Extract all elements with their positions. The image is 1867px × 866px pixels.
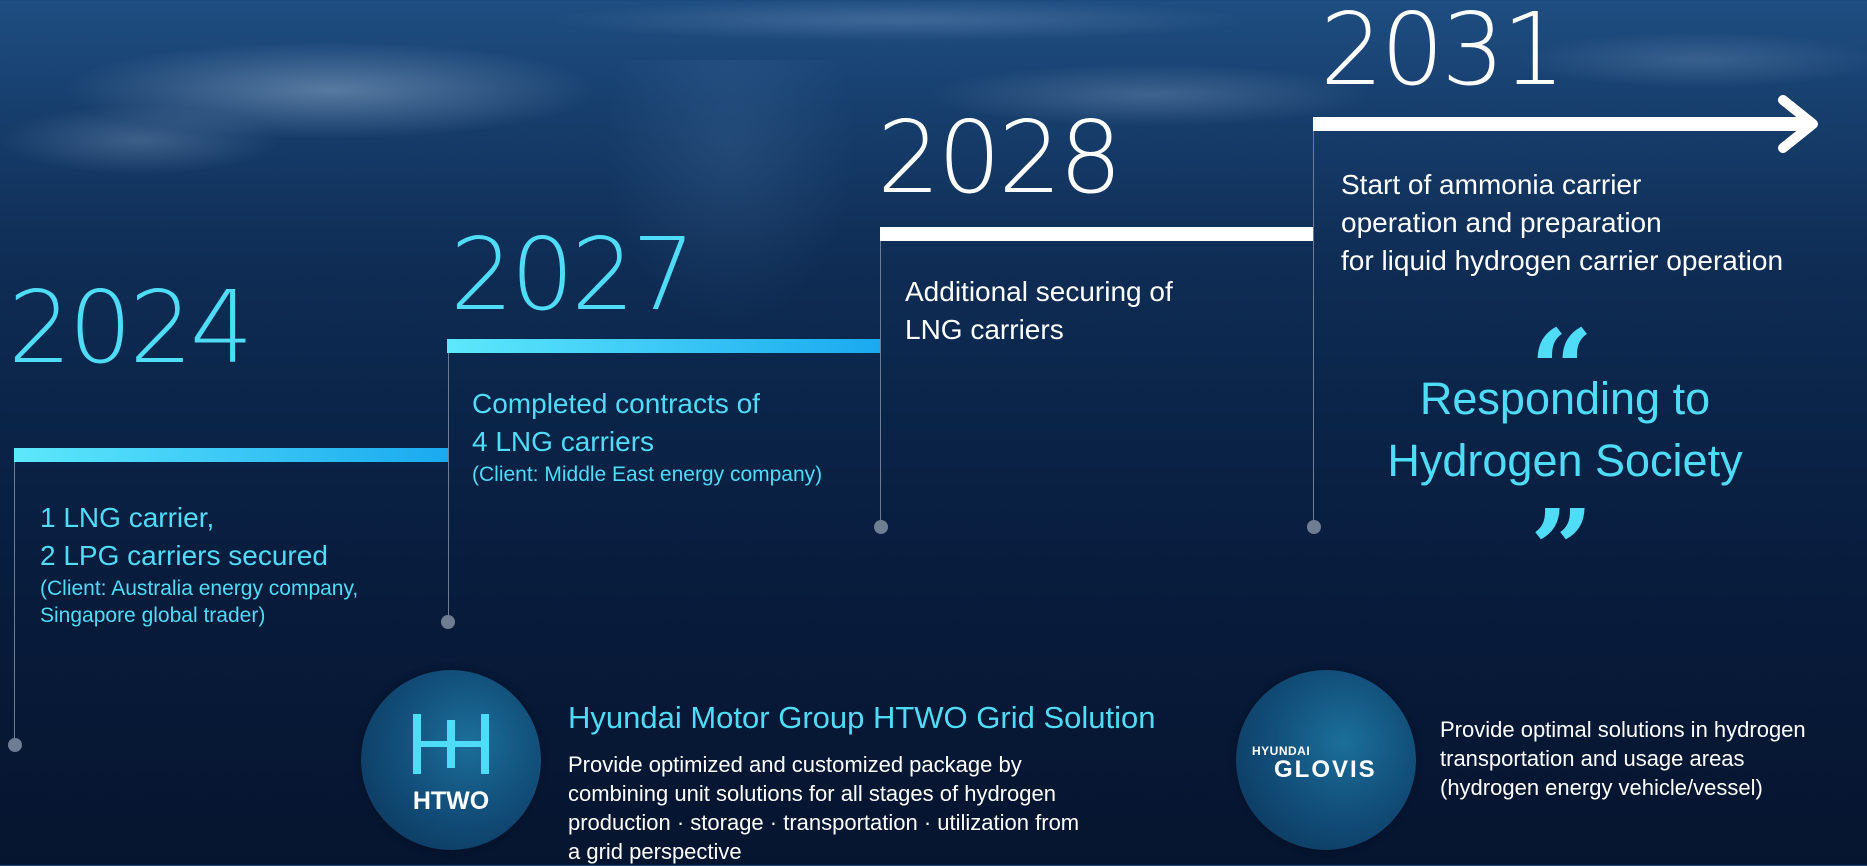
year-2028: 2028 (877, 99, 1122, 216)
light-rays-background (520, 60, 940, 480)
milestone-2031-line-3: for liquid hydrogen carrier operation (1341, 245, 1784, 276)
connector-line-2027 (448, 353, 449, 623)
milestone-2028-text: Additional securing of LNG carriers (905, 273, 1173, 349)
connector-line-2028 (880, 241, 881, 526)
year-2024: 2024 (8, 269, 253, 386)
milestone-2031-line-1: Start of ammonia carrier (1341, 169, 1642, 200)
htwo-description-line-3: production · storage · transportation · … (568, 810, 1080, 835)
milestone-2024-line-1: 1 LNG carrier, (40, 502, 215, 533)
close-quote-icon: ” (1530, 485, 1594, 614)
glovis-description-line-2: transportation and usage areas (1440, 746, 1745, 771)
timeline-bar-2028 (880, 227, 1314, 241)
milestone-2024-client-2: Singapore global trader) (40, 604, 266, 627)
timeline-bar-2024 (14, 448, 448, 462)
glovis-logo-text-bottom: GLOVIS (1274, 756, 1377, 783)
connector-dot-2028 (874, 520, 888, 534)
connector-dot-2024 (8, 738, 22, 752)
milestone-2024-line-2: 2 LPG carriers secured (40, 540, 328, 571)
glovis-description-line-1: Provide optimal solutions in hydrogen (1440, 717, 1806, 742)
arrow-head-icon (1778, 95, 1818, 153)
htwo-title: Hyundai Motor Group HTWO Grid Solution (568, 700, 1156, 735)
glovis-description: Provide optimal solutions in hydrogen tr… (1440, 715, 1806, 802)
milestone-2027-line-2: 4 LNG carriers (472, 426, 655, 457)
milestone-2028-line-2: LNG carriers (905, 314, 1064, 345)
open-quote-icon: “ (1530, 305, 1594, 434)
milestone-2027-line-1: Completed contracts of (472, 388, 760, 419)
htwo-description-line-4: a grid perspective (568, 839, 742, 864)
milestone-2031-line-2: operation and preparation (1341, 207, 1662, 238)
connector-line-2024 (14, 462, 15, 745)
connector-dot-2031 (1307, 520, 1321, 534)
glovis-logo-circle: HYUNDAI GLOVIS (1236, 670, 1416, 850)
slogan-line-2: Hydrogen Society (1387, 435, 1743, 486)
milestone-2027-text: Completed contracts of 4 LNG carriers (C… (472, 385, 822, 488)
timeline-bar-2031 (1313, 117, 1810, 131)
glovis-description-line-3: (hydrogen energy vehicle/vessel) (1440, 775, 1763, 800)
htwo-description: Provide optimized and customized package… (568, 750, 1079, 866)
htwo-description-line-2: combining unit solutions for all stages … (568, 781, 1056, 806)
year-2031: 2031 (1320, 0, 1565, 108)
connector-line-2031 (1313, 131, 1314, 526)
milestone-2028-line-1: Additional securing of (905, 276, 1173, 307)
htwo-logo-circle: HTWO (361, 670, 541, 850)
connector-dot-2027 (441, 615, 455, 629)
htwo-logo-text: HTWO (412, 787, 490, 815)
slogan-line-1: Responding to (1419, 373, 1711, 424)
milestone-2027-client-1: (Client: Middle East energy company) (472, 463, 823, 486)
slogan-text: Responding to Hydrogen Society (1345, 368, 1785, 492)
milestone-2024-client-1: (Client: Australia energy company, (40, 577, 359, 600)
milestone-2031-text: Start of ammonia carrier operation and p… (1341, 166, 1783, 280)
htwo-h-logo-icon (413, 714, 489, 774)
glovis-logo-text-top: HYUNDAI (1252, 744, 1311, 758)
milestone-2024-text: 1 LNG carrier, 2 LPG carriers secured (C… (40, 499, 358, 629)
htwo-description-line-1: Provide optimized and customized package… (568, 752, 1022, 777)
timeline-bar-2027 (447, 339, 881, 353)
year-2027: 2027 (450, 216, 695, 333)
